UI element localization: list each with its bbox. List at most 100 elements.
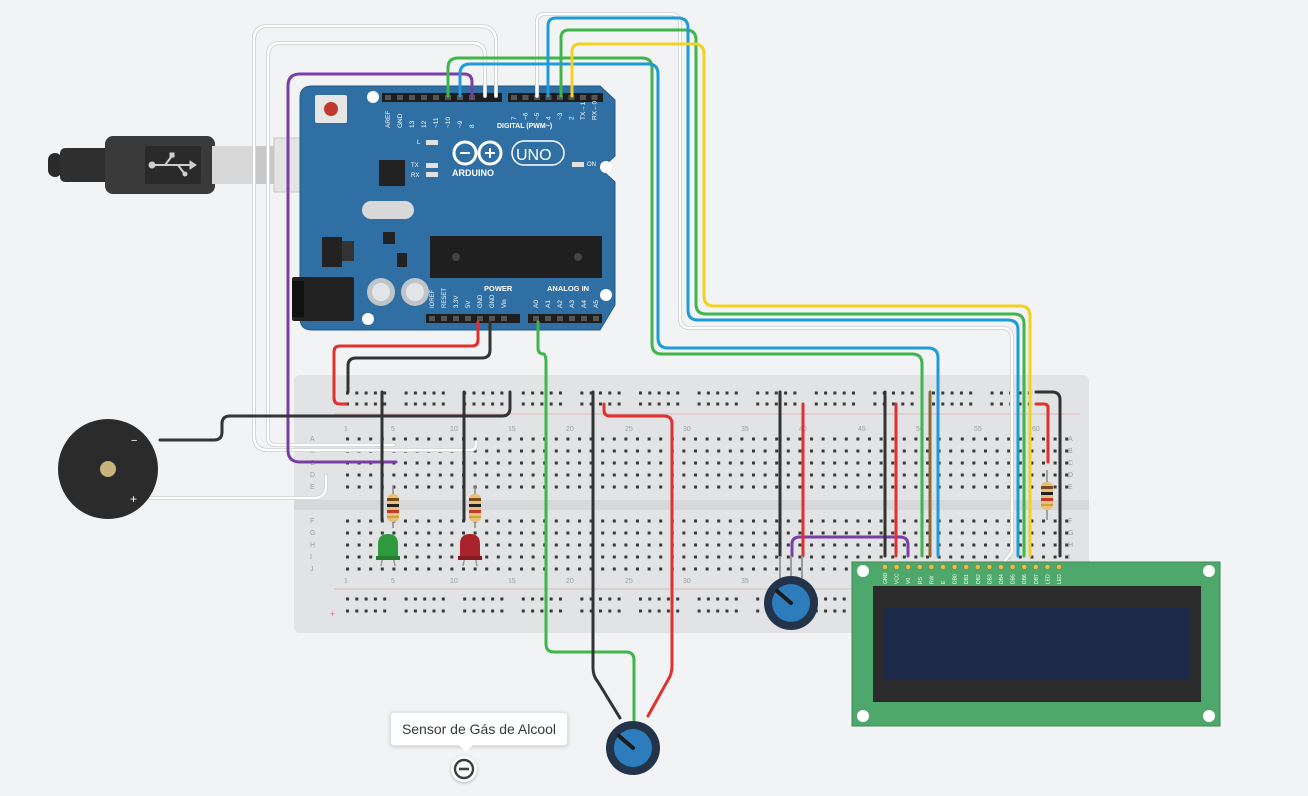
lcd-pin[interactable] [916,564,923,570]
breadboard-hole[interactable] [728,437,732,441]
breadboard-hole[interactable] [427,485,431,489]
rail-hole[interactable] [491,391,495,395]
breadboard-hole[interactable] [415,543,419,547]
breadboard-hole[interactable] [682,473,686,477]
breadboard-hole[interactable] [740,567,744,571]
breadboard-hole[interactable] [810,543,813,547]
breadboard-hole[interactable] [844,449,848,453]
breadboard-hole[interactable] [415,461,419,465]
breadboard-hole[interactable] [659,437,663,441]
breadboard-hole[interactable] [752,519,755,523]
breadboard-hole[interactable] [786,461,790,465]
rail-hole[interactable] [481,402,485,406]
breadboard-hole[interactable] [520,555,523,559]
breadboard-hole[interactable] [566,437,570,441]
breadboard-hole[interactable] [450,485,454,489]
breadboard-hole[interactable] [844,531,848,535]
rail-hole[interactable] [990,391,994,395]
wire-green-4[interactable] [559,28,1026,558]
breadboard-hole[interactable] [786,543,790,547]
wire-purple[interactable] [286,72,474,464]
breadboard-hole[interactable] [740,555,744,559]
breadboard-hole[interactable] [450,543,454,547]
breadboard-hole[interactable] [496,461,500,465]
breadboard-hole[interactable] [717,531,721,535]
breadboard-hole[interactable] [601,437,605,441]
breadboard-hole[interactable] [972,531,976,535]
breadboard-hole[interactable] [624,531,628,535]
rail-hole[interactable] [833,391,837,395]
rail-hole[interactable] [423,402,427,406]
rail-hole[interactable] [559,402,562,406]
digital-pin[interactable] [409,95,415,100]
breadboard-hole[interactable] [601,485,605,489]
breadboard-hole[interactable] [949,531,953,535]
breadboard-hole[interactable] [578,485,581,489]
lcd-pin[interactable] [940,564,946,570]
breadboard-hole[interactable] [891,519,895,523]
breadboard-hole[interactable] [438,461,442,465]
breadboard-hole[interactable] [786,555,790,559]
breadboard-hole[interactable] [589,473,593,477]
breadboard-hole[interactable] [531,449,535,453]
rail-hole[interactable] [716,597,720,601]
breadboard-hole[interactable] [659,531,663,535]
breadboard-hole[interactable] [404,437,407,441]
breadboard-hole[interactable] [485,473,489,477]
breadboard-hole[interactable] [972,555,976,559]
breadboard-hole[interactable] [972,449,976,453]
breadboard-hole[interactable] [763,449,767,453]
wire-blue-5[interactable] [546,16,1020,558]
breadboard-hole[interactable] [438,473,442,477]
rail-hole[interactable] [413,402,417,406]
breadboard-hole[interactable] [984,555,987,559]
breadboard-hole[interactable] [902,473,906,477]
rail-hole[interactable] [697,609,701,613]
rail-hole[interactable] [910,402,914,406]
breadboard-hole[interactable] [636,519,639,523]
digital-pin[interactable] [591,95,598,100]
breadboard-hole[interactable] [879,485,883,489]
breadboard-hole[interactable] [473,531,477,535]
breadboard-hole[interactable] [775,531,779,535]
breadboard-hole[interactable] [566,555,570,559]
breadboard-hole[interactable] [752,555,755,559]
digital-pin[interactable] [580,95,586,100]
breadboard-hole[interactable] [984,437,987,441]
breadboard-hole[interactable] [798,449,802,453]
breadboard-hole[interactable] [705,531,709,535]
breadboard-hole[interactable] [1065,473,1069,477]
breadboard-hole[interactable] [380,567,384,571]
breadboard-hole[interactable] [346,567,349,571]
breadboard-hole[interactable] [369,473,373,477]
breadboard-hole[interactable] [902,449,906,453]
breadboard-hole[interactable] [694,449,697,453]
arduino-uno-board[interactable]: ARDUINO UNO DIGITAL (PWM~) POWER ANALOG … [292,85,616,331]
rail-hole[interactable] [892,402,895,406]
breadboard-hole[interactable] [415,531,419,535]
breadboard-hole[interactable] [844,437,848,441]
lcd-pin[interactable] [963,564,970,570]
breadboard-hole[interactable] [926,485,929,489]
breadboard-hole[interactable] [891,485,895,489]
breadboard-hole[interactable] [798,531,802,535]
breadboard-hole[interactable] [624,485,628,489]
power-pin[interactable] [429,316,435,321]
rail-hole[interactable] [824,402,828,406]
rail-hole[interactable] [580,609,584,613]
breadboard-hole[interactable] [891,555,895,559]
breadboard-hole[interactable] [612,555,616,559]
breadboard-hole[interactable] [636,449,639,453]
rail-hole[interactable] [824,609,828,613]
breadboard-hole[interactable] [879,437,883,441]
breadboard-hole[interactable] [404,461,407,465]
breadboard-hole[interactable] [485,531,489,535]
breadboard-hole[interactable] [566,531,570,535]
breadboard-hole[interactable] [578,437,581,441]
breadboard-hole[interactable] [856,543,860,547]
rail-hole[interactable] [463,597,467,601]
rail-hole[interactable] [540,597,544,601]
breadboard-hole[interactable] [578,531,581,535]
breadboard-hole[interactable] [833,449,837,453]
breadboard-hole[interactable] [1053,543,1057,547]
